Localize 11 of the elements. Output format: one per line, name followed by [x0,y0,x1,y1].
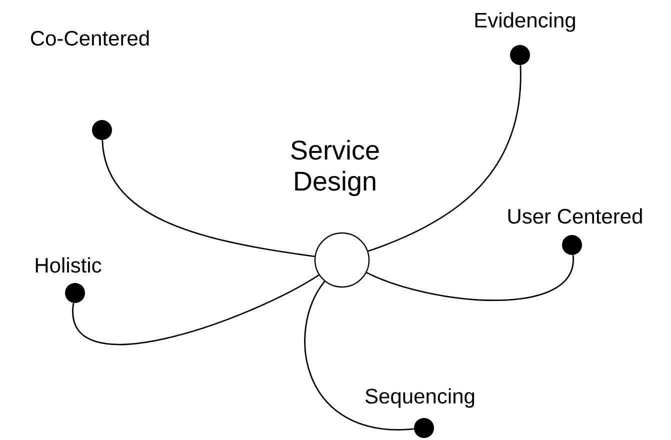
dot-label: Holistic [36,257,102,273]
curved-line [102,140,315,258]
hub-title: Service Design [291,140,379,196]
dot-label: Co-Centered [30,30,149,46]
curved-line [304,281,414,430]
curved-line [72,274,320,346]
curved-line [366,255,574,302]
dot-label: Sequencing [366,388,474,408]
curved-line [368,65,522,252]
dot-label: User Centered [508,208,642,224]
dot-label: Evidencing [475,12,575,32]
